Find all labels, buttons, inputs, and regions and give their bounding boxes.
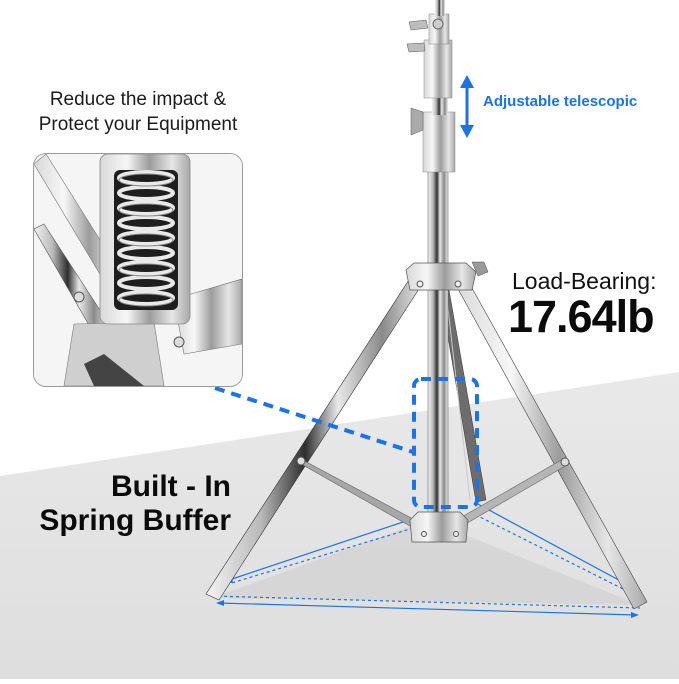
spring-cutaway-illustration xyxy=(34,154,242,386)
connector-dashed-line xyxy=(214,386,414,454)
height-arrow-icon xyxy=(460,75,474,138)
adjustable-label: Adjustable telescopic xyxy=(483,93,638,110)
spring-detail-panel xyxy=(33,153,243,387)
impact-caption: Reduce the impact & Protect your Equipme… xyxy=(0,87,276,137)
spring-highlight-box xyxy=(412,377,479,509)
impact-caption-line1: Reduce the impact & xyxy=(49,89,227,110)
spring-buffer-heading-line2: Spring Buffer xyxy=(39,504,231,537)
spring-buffer-heading-line1: Built - In xyxy=(111,470,231,503)
footprint-shadow xyxy=(212,520,640,605)
impact-caption-line2: Protect your Equipment xyxy=(38,114,238,135)
load-bearing-label: Load-Bearing: xyxy=(512,268,657,294)
load-bearing-value: 17.64lb xyxy=(508,291,655,342)
